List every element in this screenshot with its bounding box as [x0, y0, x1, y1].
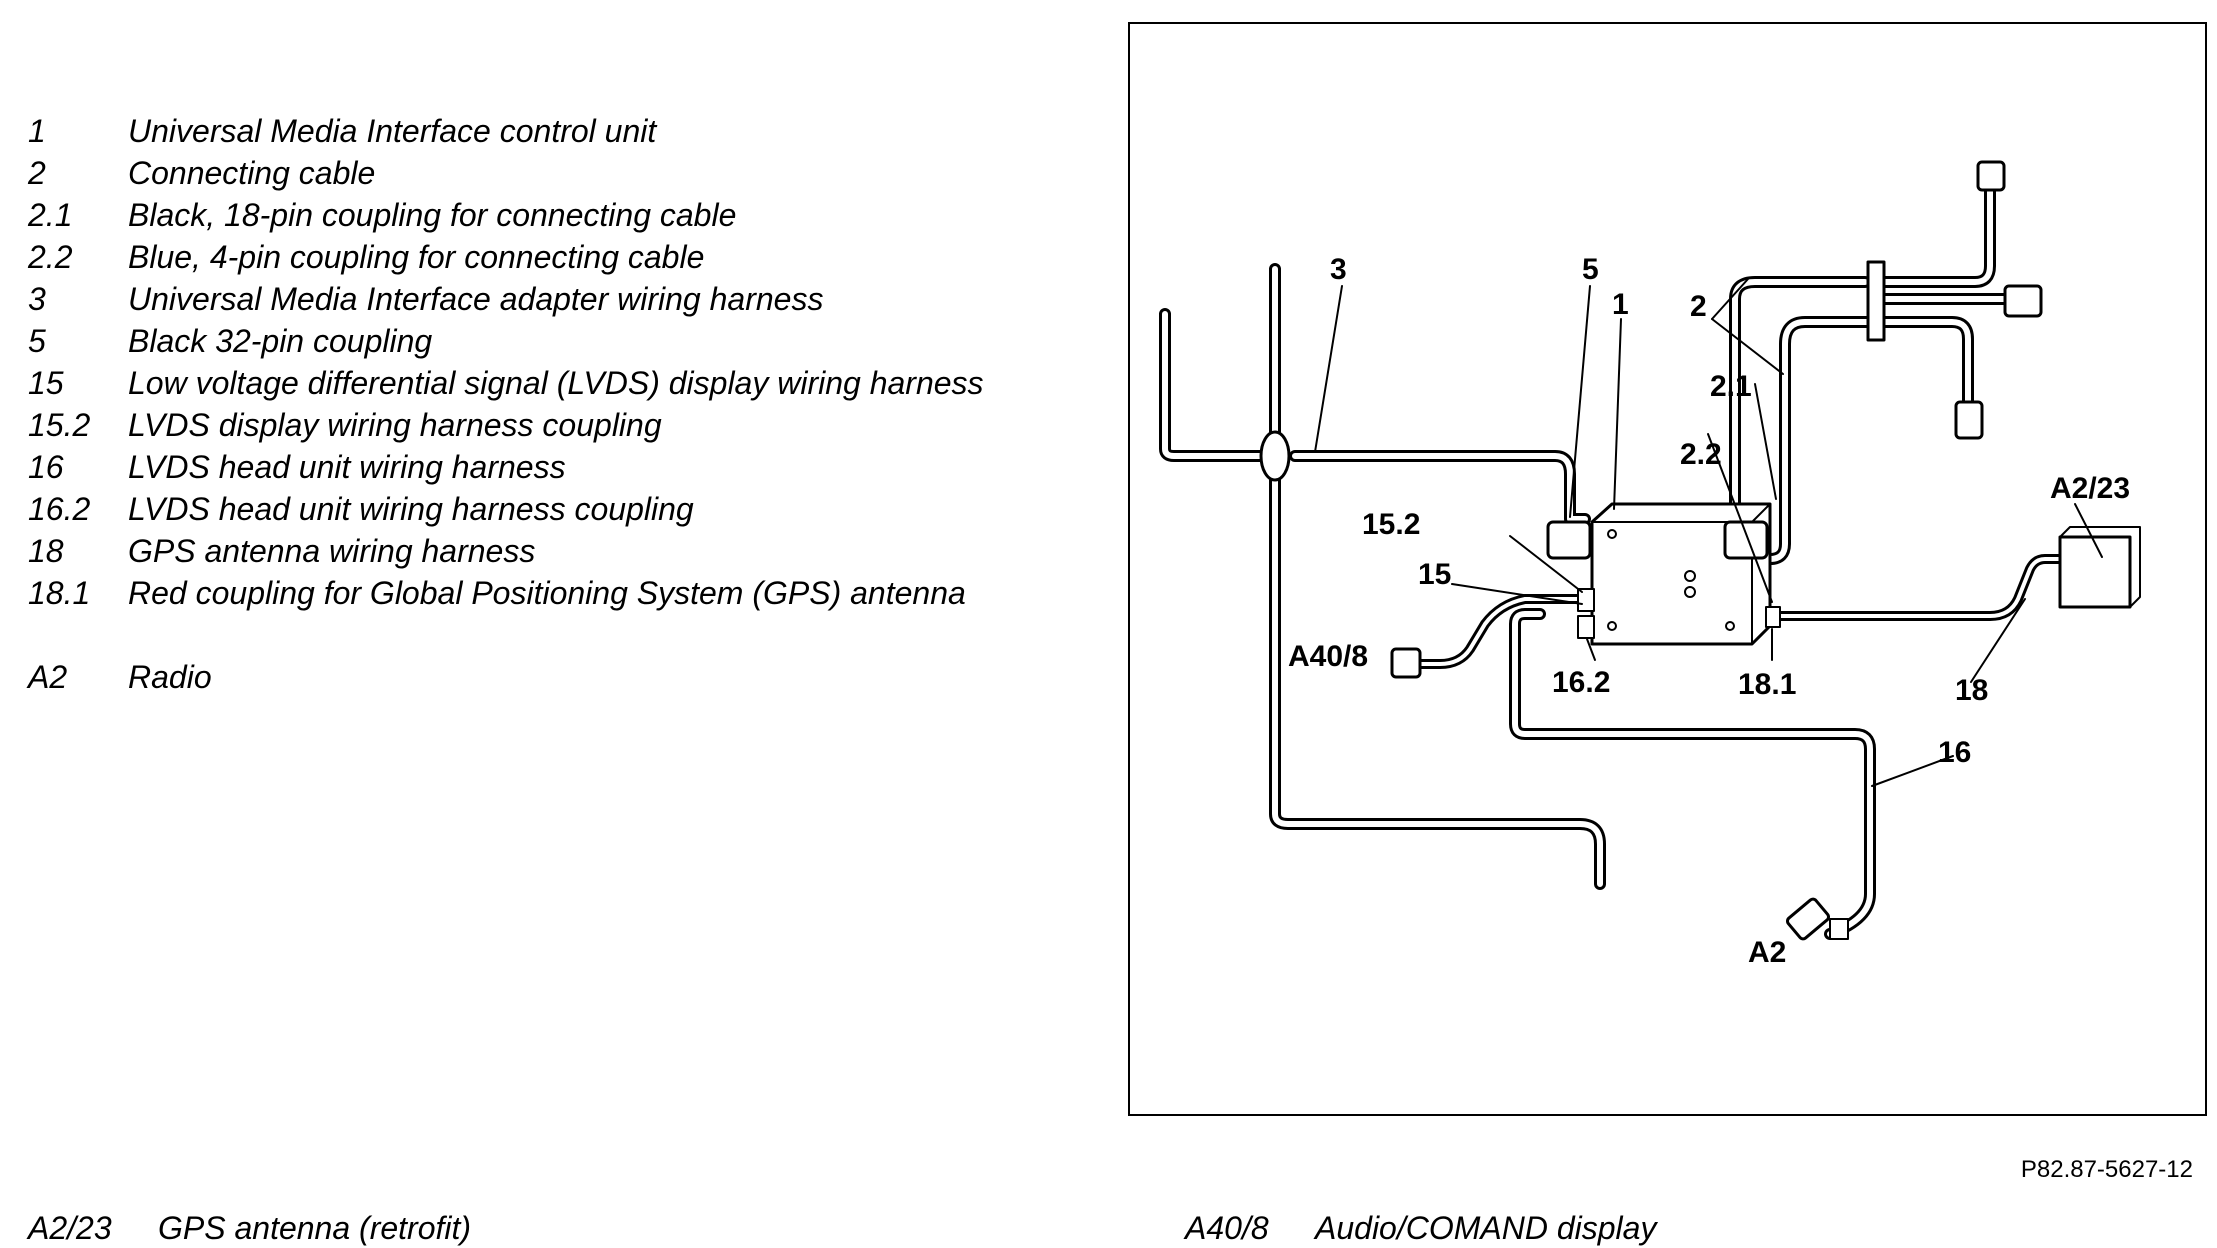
legend-item: A2 Radio [28, 656, 1088, 698]
legend-key: 2.2 [28, 239, 73, 275]
leader-lines [1314, 278, 2103, 787]
legend-item: 3 Universal Media Interface adapter wirin… [28, 278, 1088, 320]
footer-label: GPS antenna (retrofit) [158, 1210, 472, 1246]
legend-label: GPS antenna wiring harness [128, 533, 536, 569]
legend-label: LVDS head unit wiring harness [128, 449, 566, 485]
footer-item: A40/8 Audio/COMAND display [1185, 1210, 1656, 1247]
callout-2-1: 2.1 [1710, 370, 1752, 403]
legend-label: Blue, 4-pin coupling for connecting cabl… [128, 239, 705, 275]
callout-a40-8: A40/8 [1288, 640, 1368, 673]
legend-label: LVDS display wiring harness coupling [128, 407, 662, 443]
legend-label: Radio [128, 659, 212, 695]
legend-item: 18 GPS antenna wiring harness [28, 530, 1088, 572]
legend-key: 15 [28, 365, 64, 401]
callout-18: 18 [1955, 674, 1988, 707]
connecting-cable-2 [1729, 160, 2043, 565]
callout-2: 2 [1690, 290, 1707, 323]
callout-16-2: 16.2 [1552, 666, 1610, 699]
legend-label: Red coupling for Global Positioning Syst… [128, 575, 966, 611]
footer-key: A40/8 [1185, 1210, 1269, 1246]
legend-key: 1 [28, 113, 46, 149]
legend-item: 2 Connecting cable [28, 152, 1088, 194]
legend-key: A2 [28, 659, 68, 695]
coupling-15-2 [1577, 588, 1595, 612]
wiring-diagram: 3 5 1 2 2.1 2.2 15.2 15 A40/8 16.2 18.1 … [1128, 22, 2207, 1116]
legend-key: 2 [28, 155, 46, 191]
legend-item: 16.2 LVDS head unit wiring harness coupli… [28, 488, 1088, 530]
radio-connector-a2-small [1829, 918, 1849, 940]
legend-item: 2.2 Blue, 4-pin coupling for connecting c… [28, 236, 1088, 278]
legend-item: 15 Low voltage differential signal (LVDS)… [28, 362, 1088, 404]
harness-3 [1159, 263, 1606, 890]
callout-15-2: 15.2 [1362, 508, 1420, 541]
legend-label: Black 32-pin coupling [128, 323, 433, 359]
legend-label: Universal Media Interface adapter wiring… [128, 281, 824, 317]
legend-item: 5 Black 32-pin coupling [28, 320, 1088, 362]
legend-key: 2.1 [28, 197, 73, 233]
coupling-18-1 [1765, 606, 1781, 628]
callout-18-1: 18.1 [1738, 668, 1796, 701]
legend-key: 18 [28, 533, 64, 569]
legend-key: 15.2 [28, 407, 91, 443]
gps-antenna-a2-23 [2058, 526, 2141, 609]
legend-label: Low voltage differential signal (LVDS) d… [128, 365, 984, 401]
callout-3: 3 [1330, 253, 1347, 286]
legend-item: 1 Universal Media Interface control unit [28, 110, 1088, 152]
legend-key: 5 [28, 323, 46, 359]
callout-1: 1 [1612, 288, 1629, 321]
harness-15 [1390, 594, 1590, 679]
legend-label: LVDS head unit wiring harness coupling [128, 491, 694, 527]
callout-a2-23: A2/23 [2050, 472, 2130, 505]
callout-a2: A2 [1748, 936, 1786, 969]
callout-15: 15 [1418, 558, 1451, 591]
footer-label: Audio/COMAND display [1315, 1210, 1657, 1246]
legend-item: 2.1 Black, 18-pin coupling for connecting… [28, 194, 1088, 236]
figure-reference: P82.87-5627-12 [2020, 1156, 2193, 1183]
footer-item: A2/23 GPS antenna (retrofit) [28, 1210, 471, 1247]
legend-item: 18.1 Red coupling for Global Positioning … [28, 572, 1088, 614]
legend-key: 18.1 [28, 575, 91, 611]
legend-label: Universal Media Interface control unit [128, 113, 657, 149]
legend-key: 3 [28, 281, 46, 317]
coupling-16-2 [1577, 615, 1595, 639]
footer-key: A2/23 [28, 1210, 112, 1246]
harness-16 [1509, 608, 1876, 940]
legend-item: 15.2 LVDS display wiring harness coupling [28, 404, 1088, 446]
legend-label: Black, 18-pin coupling for connecting ca… [128, 197, 737, 233]
callout-16: 16 [1938, 736, 1971, 769]
legend-item: 16 LVDS head unit wiring harness [28, 446, 1088, 488]
callout-5: 5 [1582, 253, 1599, 286]
coupling-5 [1546, 520, 1592, 560]
radio-connector-a2 [1785, 897, 1831, 941]
legend-key: 16.2 [28, 491, 91, 527]
legend-label: Connecting cable [128, 155, 376, 191]
coupling-2-1 [1723, 520, 1769, 560]
harness-18 [1765, 554, 2065, 621]
wiring-diagram-drawing: 3 5 1 2 2.1 2.2 15.2 15 A40/8 16.2 18.1 … [1159, 160, 2141, 969]
legend-key: 16 [28, 449, 64, 485]
callout-2-2: 2.2 [1680, 438, 1722, 471]
